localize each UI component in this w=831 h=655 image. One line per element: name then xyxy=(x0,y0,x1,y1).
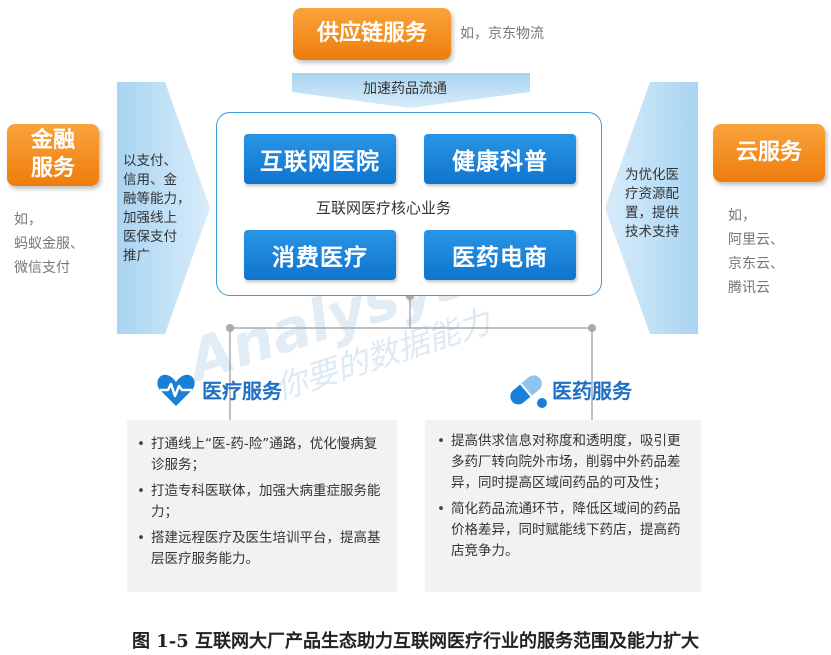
core-item-internet-hospital: 互联网医院 xyxy=(244,134,396,184)
cloud-example-line: 如， xyxy=(728,208,756,224)
supply-chain-button: 供应链服务 xyxy=(293,8,451,60)
core-item-consumer-medical: 消费医疗 xyxy=(244,230,396,280)
finance-arrow-line: 加强线上 xyxy=(123,210,177,226)
cloud-arrow-line: 置，提供 xyxy=(625,205,679,221)
cloud-arrow-line: 疗资源配 xyxy=(625,186,679,202)
finance-button: 金融 服务 xyxy=(7,124,99,186)
cloud-example: 如， 阿里云、 京东云、 腾讯云 xyxy=(728,204,784,300)
right-arrow xyxy=(605,82,698,334)
cloud-arrow-line: 为优化医 xyxy=(625,167,679,183)
supply-chain-example: 如，京东物流 xyxy=(460,26,544,42)
finance-example: 如， 蚂蚁金服、 微信支付 xyxy=(14,208,84,280)
finance-example-line: 微信支付 xyxy=(14,260,70,276)
medical-bullet: 搭建远程医疗及医生培训平台，提高基层医疗服务能力。 xyxy=(129,528,387,570)
figure-caption: 图 1-5 互联网大厂产品生态助力互联网医疗行业的服务范围及能力扩大 xyxy=(131,631,700,652)
supply-chain-arrow-text: 加速药品流通 xyxy=(363,81,447,97)
cloud-arrow-text: 为优化医 疗资源配 置，提供 技术支持 xyxy=(625,166,679,242)
finance-arrow-text: 以支付、 信用、金 融等能力， 加强线上 医保支付 推广 xyxy=(123,152,191,266)
pill-capsule-icon xyxy=(510,375,547,408)
cloud-arrow-line: 技术支持 xyxy=(625,224,679,240)
pharma-bullet: 提高供求信息对称度和透明度，吸引更多药厂转向院外市场，削弱中外药品差异，同时提高… xyxy=(429,431,691,494)
core-item-health-education: 健康科普 xyxy=(424,134,576,184)
cloud-example-line: 阿里云、 xyxy=(728,232,784,248)
finance-arrow-line: 融等能力， xyxy=(123,191,191,207)
cloud-example-line: 腾讯云 xyxy=(728,280,770,296)
finance-arrow-line: 以支付、 xyxy=(123,153,177,169)
finance-title-line1: 金融 xyxy=(30,128,75,153)
finance-arrow-line: 推广 xyxy=(123,248,150,264)
medical-service-list: 打通线上“医-药-险”通路，优化慢病复诊服务； 打造专科医联体，加强大病重症服务… xyxy=(127,420,397,592)
top-arrow xyxy=(292,73,530,108)
finance-example-line: 如， xyxy=(14,212,42,228)
finance-arrow-line: 信用、金 xyxy=(123,172,177,188)
cloud-service-button: 云服务 xyxy=(713,124,825,182)
pharma-service-list: 提高供求信息对称度和透明度，吸引更多药厂转向院外市场，削弱中外药品差异，同时提高… xyxy=(425,420,701,592)
heart-pulse-icon xyxy=(157,374,195,406)
core-business-label: 互联网医疗核心业务 xyxy=(316,199,452,217)
pharma-service-title: 医药服务 xyxy=(552,379,632,403)
left-arrow xyxy=(117,82,210,334)
cloud-example-line: 京东云、 xyxy=(728,256,784,272)
connector-dot-left xyxy=(226,324,234,332)
finance-example-line: 蚂蚁金服、 xyxy=(14,236,84,252)
medical-bullet: 打通线上“医-药-险”通路，优化慢病复诊服务； xyxy=(129,434,387,476)
finance-arrow-line: 医保支付 xyxy=(123,229,177,245)
finance-title-line2: 服务 xyxy=(30,156,75,181)
core-item-pharma-ecommerce: 医药电商 xyxy=(424,230,576,280)
pharma-bullet: 简化药品流通环节，降低区域间的药品价格差异，同时赋能线下药店，提高药店竞争力。 xyxy=(429,499,691,562)
medical-service-title: 医疗服务 xyxy=(202,379,282,403)
medical-bullet: 打造专科医联体，加强大病重症服务能力； xyxy=(129,481,387,523)
connector-dot-right xyxy=(588,324,596,332)
